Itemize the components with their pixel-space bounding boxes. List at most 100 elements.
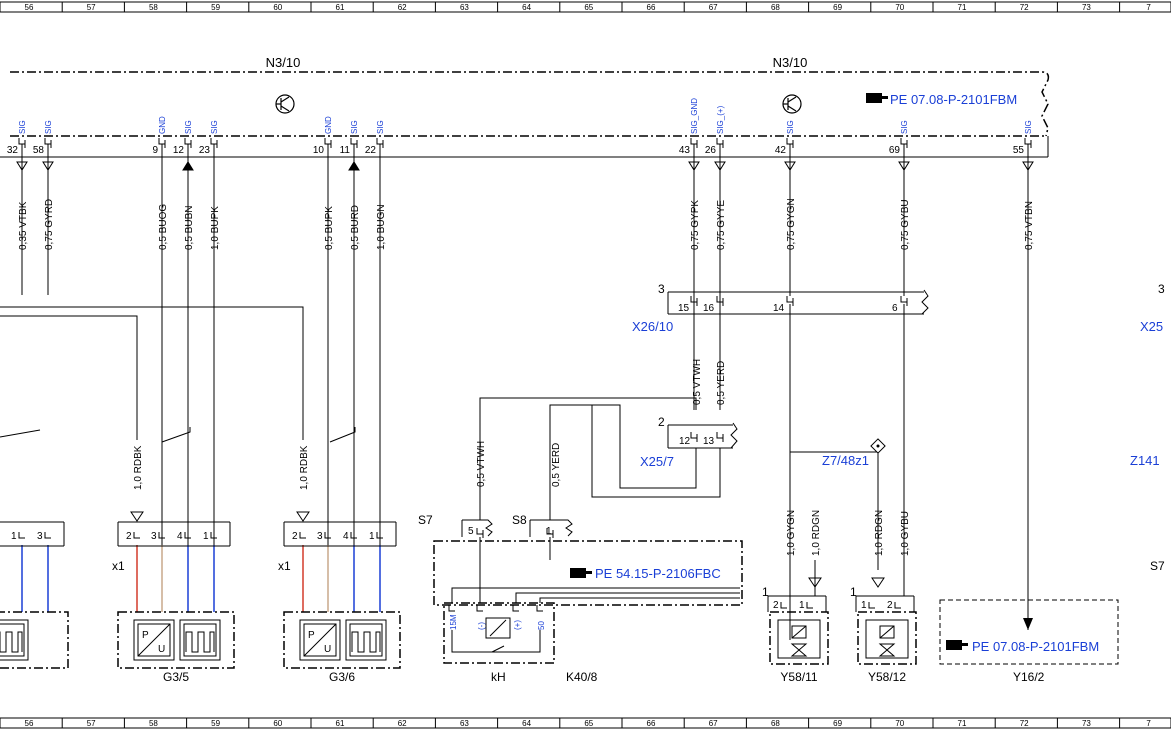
wire-label: 0,75 GYGN xyxy=(786,198,797,250)
pin-number: 58 xyxy=(33,145,45,156)
s7-side-label: S7 xyxy=(1150,559,1165,573)
ruler-cell: 63 xyxy=(460,719,469,728)
ruler-cell: 57 xyxy=(87,719,96,728)
switch-labels: S7 5 S8 1 PE 54.15-P-2106FBC xyxy=(418,513,743,606)
x25-7-pin: 13 xyxy=(703,436,715,447)
pin-number: 55 xyxy=(1013,145,1025,156)
g3-6-x1: x1 xyxy=(278,559,291,573)
ruler-cell: 64 xyxy=(522,3,531,12)
wire-label: 1,0 BUPK xyxy=(210,206,221,250)
ruler-cell: 70 xyxy=(895,719,904,728)
ruler-cell: 59 xyxy=(211,719,220,728)
wire-label: 0,5 YERD xyxy=(551,443,562,487)
pin-number: 1 xyxy=(799,600,805,611)
s7-label: S7 xyxy=(418,513,433,527)
p-u-icon: P xyxy=(142,630,149,641)
y58-12-box xyxy=(857,611,917,665)
ruler-cell: 73 xyxy=(1082,3,1091,12)
x26-10-label[interactable]: X26/10 xyxy=(632,319,673,334)
ruler-cell: 71 xyxy=(958,719,967,728)
ruler-cell: 56 xyxy=(25,719,34,728)
wire-label: 0,5 VTWH xyxy=(692,359,703,405)
transistor-icon xyxy=(782,94,802,114)
signal-label: SIG xyxy=(376,120,385,134)
ruler-cell: 60 xyxy=(273,3,282,12)
g3-5-sensor xyxy=(117,611,235,669)
g3-6-sensor xyxy=(283,611,401,669)
ruler-cell: 68 xyxy=(771,719,780,728)
wire-label: 0,5 BUBN xyxy=(184,206,195,250)
ruler-cell: 73 xyxy=(1082,719,1091,728)
ruler-cell: 67 xyxy=(709,719,718,728)
ruler-cell: 7 xyxy=(1146,3,1151,12)
k40-8-label: K40/8 xyxy=(566,670,598,684)
valve-icon xyxy=(879,625,895,639)
ruler-cell: 59 xyxy=(211,3,220,12)
x25-side-label[interactable]: X25 xyxy=(1140,319,1163,334)
ruler-cell: 66 xyxy=(647,3,656,12)
pin-number: 23 xyxy=(199,145,211,156)
x26-10-pin: 6 xyxy=(892,303,898,314)
wire-label: 0,5 BUPK xyxy=(324,206,335,250)
pin-number: 11 xyxy=(340,145,351,156)
y58-12-label: Y58/12 xyxy=(868,670,906,684)
wire-label: 0,5 VTWH xyxy=(476,441,487,487)
ruler-cell: 61 xyxy=(336,719,345,728)
s8-label: S8 xyxy=(512,513,527,527)
relay-pin: (+) xyxy=(513,620,522,630)
signal-label: SIG xyxy=(786,120,795,134)
pin-number: 1 xyxy=(11,531,17,542)
z7-label[interactable]: Z7/48z1 xyxy=(822,453,869,468)
x25-side-lead: 3 xyxy=(1158,282,1165,296)
z141-label[interactable]: Z141 xyxy=(1130,453,1160,468)
module-reference[interactable]: PE 07.08-P-2101FBM xyxy=(890,92,1017,107)
wire-label: 0,5 YERD xyxy=(716,361,727,405)
p-u-icon: U xyxy=(324,644,331,655)
wire-label: 0,35 VTBK xyxy=(18,201,29,250)
module-name-right: N3/10 xyxy=(773,55,808,70)
wire-label: 1,0 BUGN xyxy=(376,204,387,250)
colored-wires xyxy=(21,545,381,612)
pin-number: 9 xyxy=(152,145,158,156)
reference-hand-icon xyxy=(866,93,888,103)
wire-label: 1,0 GYBU xyxy=(900,511,911,556)
valve-icon xyxy=(791,625,807,639)
y58-11-label: Y58/11 xyxy=(780,670,817,684)
pin-number: 26 xyxy=(705,145,717,156)
ruler-cell: 58 xyxy=(149,719,158,728)
pin-number: 4 xyxy=(177,531,183,542)
ruler-cell: 70 xyxy=(895,3,904,12)
pin-number: 3 xyxy=(317,531,323,542)
g3-5-x1: x1 xyxy=(112,559,125,573)
pin-number: 43 xyxy=(679,145,691,156)
relay-coil-icon xyxy=(485,617,511,639)
wire-label: 1,0 RDGN xyxy=(874,510,885,556)
pin-number: 2 xyxy=(773,600,779,611)
pin-number: 1 xyxy=(369,531,375,542)
relay-pin: (-) xyxy=(477,622,486,630)
module-name-left: N3/10 xyxy=(266,55,301,70)
left-sensor xyxy=(0,611,69,669)
pin-number: 10 xyxy=(313,145,325,156)
x25-7-label[interactable]: X25/7 xyxy=(640,454,674,469)
wire-label: 1,0 RDBK xyxy=(299,445,310,490)
y16-2-reference[interactable]: PE 07.08-P-2101FBM xyxy=(972,639,1099,654)
connector-labels: 3 15 16 14 6 X26/10 3 X25 2 12 13 X25/7 … xyxy=(632,282,1165,573)
k40-8-box xyxy=(443,602,555,664)
wire-label: 0,75 VTBN xyxy=(1024,201,1035,250)
ruler-cell: 61 xyxy=(336,3,345,12)
switch-reference[interactable]: PE 54.15-P-2106FBC xyxy=(595,566,721,581)
signal-label: SIG xyxy=(900,120,909,134)
signal-label: GND xyxy=(158,116,167,134)
relay-pin: 15M xyxy=(449,614,458,630)
signal-label: SIG_(+) xyxy=(716,105,725,134)
p-u-icon: U xyxy=(158,644,165,655)
